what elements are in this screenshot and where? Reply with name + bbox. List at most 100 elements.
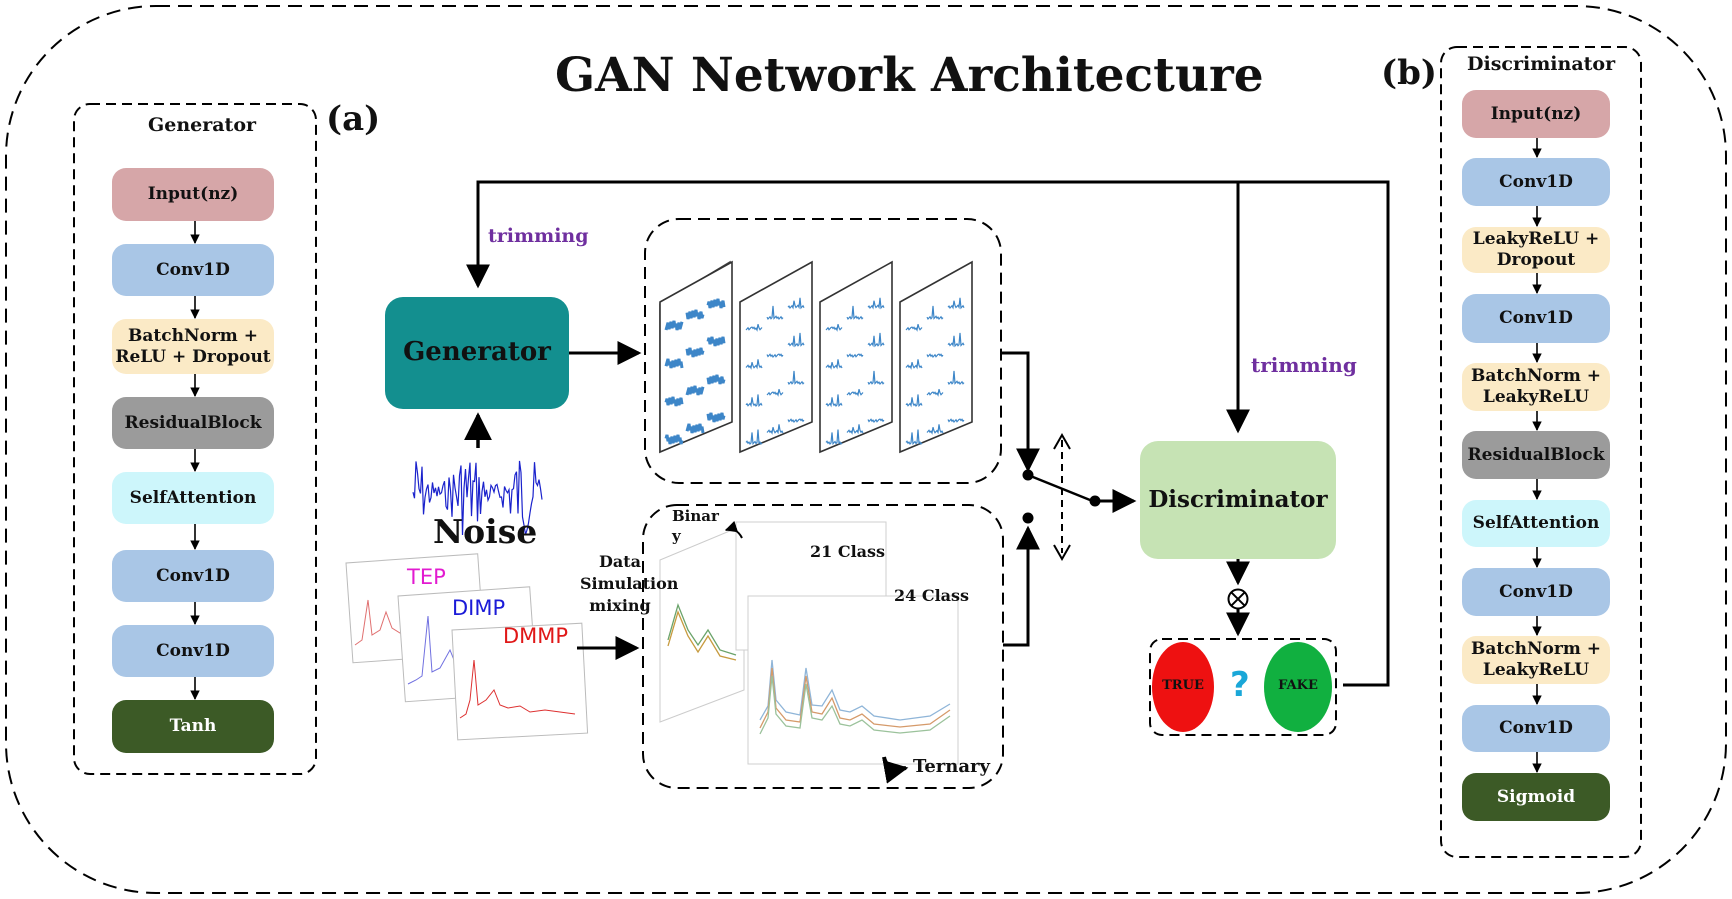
disc-layer-batchnorm-2: BatchNorm + LeakyReLU — [1462, 636, 1610, 684]
panel-b-label: (b) — [1381, 53, 1437, 93]
data-simulation-label: Data Simulation mixing — [580, 552, 679, 615]
ternary-curve-arrow — [882, 756, 909, 784]
sample-trace — [745, 359, 763, 370]
sample-trace — [846, 353, 864, 359]
disc-layer-batchnorm-1: BatchNorm + LeakyReLU — [1462, 363, 1610, 411]
gen-layer-conv1d-1: Conv1D — [112, 244, 274, 296]
true-label: TRUE — [1162, 678, 1204, 693]
class24-label: 24 Class — [894, 586, 970, 605]
panel-a-label: (a) — [326, 99, 381, 139]
trimming-left-label: trimming — [488, 225, 589, 247]
generator-box — [385, 297, 569, 409]
noise-label: Noise — [433, 512, 538, 551]
trimming-right-label: trimming — [1251, 353, 1357, 377]
sample-trace — [745, 394, 763, 408]
disc-layer-conv1d-3: Conv1D — [1462, 568, 1610, 616]
sample-trace — [745, 324, 763, 332]
sample-trace — [745, 429, 763, 446]
sample-trace — [846, 305, 864, 321]
gen-layer-conv1d-3: Conv1D — [112, 625, 274, 677]
disc-layer-conv1d-2: Conv1D — [1462, 294, 1610, 343]
sample-trace — [787, 370, 805, 386]
sample-trace — [825, 359, 843, 370]
sample-panel — [659, 260, 733, 454]
sample-trace — [664, 396, 684, 407]
sample-trace — [787, 418, 805, 424]
spectrum-dimp-label: DIMP — [452, 596, 506, 620]
spectrum-tep-label: TEP — [407, 565, 446, 589]
gen-layer-tanh: Tanh — [112, 700, 274, 753]
sample-trace — [905, 359, 923, 370]
sample-trace — [706, 412, 726, 423]
sample-trace — [905, 324, 923, 332]
question-mark: ? — [1230, 665, 1250, 705]
sample-trace — [947, 332, 965, 348]
sample-panel-group — [659, 260, 973, 454]
fake-ellipse — [1264, 642, 1332, 732]
sample-trace — [706, 336, 726, 347]
generator-panel-header: Generator — [148, 114, 256, 136]
sample-trace — [926, 424, 944, 435]
sample-trace — [685, 385, 705, 396]
sample-trace — [905, 394, 923, 408]
sample-trace — [947, 370, 965, 386]
sample-trace — [706, 298, 726, 309]
disc-layer-sigmoid: Sigmoid — [1462, 773, 1610, 821]
sample-trace — [787, 332, 805, 348]
feedback-loop — [466, 180, 1390, 687]
sample-trace — [926, 305, 944, 321]
sample-trace — [825, 394, 843, 408]
disc-layer-conv1d-1: Conv1D — [1462, 158, 1610, 206]
gen-layer-selfattention: SelfAttention — [112, 472, 274, 524]
switch-lever — [1027, 473, 1091, 502]
verdict-frame — [1149, 638, 1337, 736]
sample-trace — [787, 297, 805, 310]
sample-trace — [766, 424, 784, 435]
discriminator-panel-header: Discriminator — [1467, 53, 1616, 75]
sample-trace — [846, 389, 864, 397]
disc-layer-selfattention: SelfAttention — [1462, 500, 1610, 547]
disc-layer-conv1d-4: Conv1D — [1462, 705, 1610, 752]
gen-layer-residualblock: ResidualBlock — [112, 397, 274, 449]
sample-trace — [867, 297, 885, 310]
sample-trace — [766, 353, 784, 359]
sample-trace — [825, 324, 843, 332]
discriminator-box — [1140, 441, 1336, 559]
discriminator-panel-frame — [1440, 46, 1642, 858]
outer-dashed-frame — [5, 5, 1727, 894]
generated-samples-frame — [644, 218, 1002, 484]
sample-trace — [867, 332, 885, 348]
sample-trace — [867, 370, 885, 386]
sample-trace — [926, 353, 944, 359]
gen-layer-conv1d-2: Conv1D — [112, 550, 274, 602]
sample-trace — [926, 389, 944, 397]
gen-layer-batchnorm: BatchNorm + ReLU + Dropout — [112, 319, 274, 374]
mixed-to-switch-line — [1003, 525, 1040, 647]
sample-trace — [664, 320, 684, 331]
discriminator-label: Discriminator — [1148, 486, 1328, 513]
true-ellipse — [1152, 642, 1214, 732]
generator-panel-frame — [73, 103, 317, 775]
generator-label: Generator — [403, 337, 551, 367]
mixed-data-frame — [642, 504, 1004, 789]
sample-trace — [947, 418, 965, 424]
disc-layer-leakyrelu-dropout: LeakyReLU + Dropout — [1462, 227, 1610, 273]
page-title: GAN Network Architecture — [555, 48, 1264, 103]
noise-waveform — [412, 460, 543, 536]
disc-layer-residualblock: ResidualBlock — [1462, 431, 1610, 479]
multiply-symbol — [1227, 588, 1249, 610]
sample-trace — [685, 347, 705, 358]
sample-trace — [664, 358, 684, 369]
samples-to-switch-line — [1001, 351, 1040, 473]
mixed-plots — [659, 521, 959, 765]
class21-label: 21 Class — [810, 542, 886, 561]
sample-trace — [947, 297, 965, 310]
sample-trace — [846, 424, 864, 435]
sample-trace — [905, 429, 923, 446]
spectra-papers — [345, 553, 589, 741]
binary-curve-arrow — [724, 520, 743, 539]
sample-trace — [664, 434, 684, 445]
gen-layer-input: Input(nz) — [112, 168, 274, 221]
fake-label: FAKE — [1278, 678, 1318, 693]
